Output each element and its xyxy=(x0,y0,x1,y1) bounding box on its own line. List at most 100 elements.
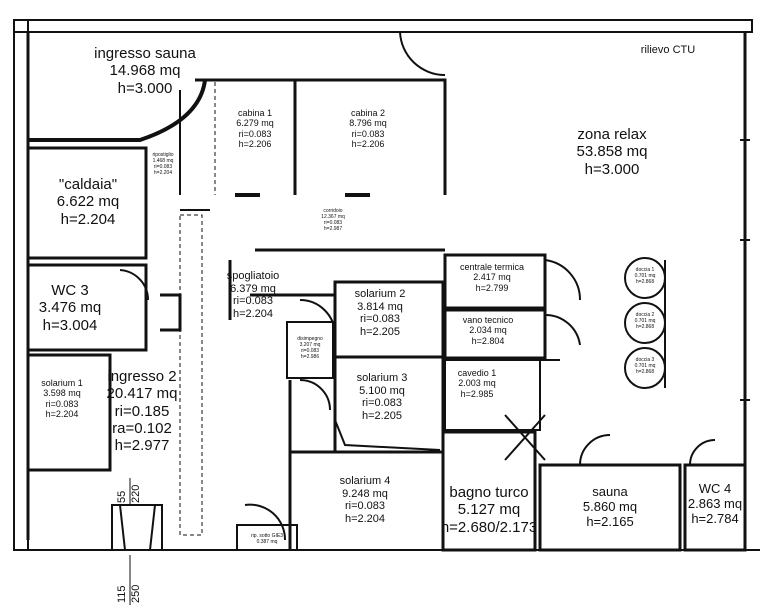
room-height: h=2.804 xyxy=(471,335,505,346)
room-name: disimpegno xyxy=(297,336,323,342)
room-name: spogliatoio xyxy=(226,270,280,282)
room-area: 3.207 mq xyxy=(299,342,321,348)
room-area: 12.367 mq xyxy=(321,214,345,220)
room-height: h=2.985 xyxy=(460,388,494,399)
room-ri: ri=0.083 xyxy=(344,500,386,513)
room-height: h=3.004 xyxy=(42,316,98,334)
room-name: solarium 1 xyxy=(41,378,83,388)
room-height: h=2.205 xyxy=(361,409,403,422)
room-spogliatoio: spogliatoio 6.379 mq ri=0.083 h=2.204 xyxy=(227,270,280,321)
room-cabina-1: cabina 1 6.279 mq ri=0.083 h=2.206 xyxy=(236,108,274,149)
room-disimpegno: disimpegno 3.207 mq ri=0.083 h=2.986 xyxy=(297,336,323,360)
drawing-label: rilievo CTU xyxy=(641,44,695,57)
room-sauna: sauna 5.860 mq h=2.165 xyxy=(582,484,638,530)
room-height: h=2.868 xyxy=(635,324,655,330)
room-height: h=2.165 xyxy=(586,513,634,529)
room-name: WC 3 xyxy=(51,282,89,299)
room-ra: ra=0.102 xyxy=(112,419,172,437)
room-area: 5.100 mq xyxy=(359,384,405,397)
room-height: h=2.986 xyxy=(300,354,320,360)
room-doccia-3: doccia 3 0.701 mq h=2.868 xyxy=(635,357,656,375)
room-name: cavedio 1 xyxy=(457,368,497,378)
room-height: h=3.000 xyxy=(117,79,173,97)
room-name: bagno turco xyxy=(449,484,529,501)
room-height: h=2.204 xyxy=(45,409,79,420)
room-name: doccia 2 xyxy=(635,312,655,318)
room-area: 6.379 mq xyxy=(230,282,276,295)
room-height: h=3.000 xyxy=(584,160,640,178)
room-height: h=2.206 xyxy=(238,139,272,150)
room-zona-relax: zona relax 53.858 mq h=3.000 xyxy=(577,126,648,178)
room-wc-3: WC 3 3.476 mq h=3.004 xyxy=(39,282,102,334)
room-area: 9.248 mq xyxy=(342,487,388,500)
room-name: cabina 2 xyxy=(350,108,386,118)
room-cavedio-1: cavedio 1 2.003 mq h=2.985 xyxy=(458,368,497,399)
room-height: h=2.799 xyxy=(475,282,509,293)
room-solarium-1: solarium 1 3.598 mq ri=0.083 h=2.204 xyxy=(41,378,83,419)
room-area: 0.701 mq xyxy=(634,363,656,369)
room-area: 2.034 mq xyxy=(469,325,507,336)
room-name: doccia 1 xyxy=(635,267,655,273)
room-height: h=2.977 xyxy=(114,437,170,454)
room-bagno-turco: bagno turco 5.127 mq h=2.680/2.173 xyxy=(441,484,537,536)
room-name: ingresso 2 xyxy=(107,368,177,385)
room-area: 14.968 mq xyxy=(109,62,181,80)
dimension-220: 220 xyxy=(130,484,142,503)
room-ri: ri=0.083 xyxy=(351,128,385,139)
dimension-55: 55 xyxy=(116,490,128,503)
room-height: h=2.784 xyxy=(691,510,739,526)
room-area: 3.814 mq xyxy=(357,300,403,313)
room-vano-tecnico: vano tecnico 2.034 mq h=2.804 xyxy=(463,315,514,346)
room-area: 2.417 mq xyxy=(473,272,511,283)
room-solarium-3: solarium 3 5.100 mq ri=0.083 h=2.205 xyxy=(357,372,408,423)
room-ri: ri=0.083 xyxy=(45,398,79,409)
room-ri: ri=0.083 xyxy=(300,348,320,354)
room-centrale-termica: centrale termica 2.417 mq h=2.799 xyxy=(460,262,524,293)
room-area: 0.387 mq xyxy=(256,539,278,545)
room-name: sauna xyxy=(592,484,628,499)
room-height: h=2.868 xyxy=(635,279,655,285)
room-height: h=2.868 xyxy=(635,369,655,375)
room-name: ingresso sauna xyxy=(94,45,196,62)
room-ripostiglio-2: rip. sotto GIE3 0.387 mq xyxy=(251,533,283,545)
room-height: h=2.206 xyxy=(351,139,385,150)
room-height: h=2.204 xyxy=(344,512,386,525)
room-ri: ri=0.083 xyxy=(361,397,403,410)
room-name: rip. sotto GIE3 xyxy=(251,533,283,539)
room-area: 2.863 mq xyxy=(687,495,743,511)
room-ripostiglio: ripostiglio 1.468 mq ri=0.083 h=2.204 xyxy=(152,152,173,176)
room-area: 0.701 mq xyxy=(634,318,656,324)
room-cabina-2: cabina 2 8.796 mq ri=0.083 h=2.206 xyxy=(349,108,387,149)
room-ri: ri=0.083 xyxy=(238,128,272,139)
room-name: solarium 3 xyxy=(356,372,408,384)
room-ingresso-2: ingresso 2 20.417 mq ri=0.185 ra=0.102 h… xyxy=(107,368,178,454)
room-height: h=2.204 xyxy=(60,210,116,228)
room-ri: ri=0.083 xyxy=(153,164,173,170)
room-area: 3.476 mq xyxy=(38,299,102,317)
room-height: h=2.987 xyxy=(323,226,343,232)
room-name: doccia 3 xyxy=(635,357,655,363)
room-height: h=2.204 xyxy=(232,307,274,320)
room-height: h=2.680/2.173 xyxy=(440,518,538,536)
room-caldaia: "caldaia" 6.622 mq h=2.204 xyxy=(57,176,120,228)
room-ri: ri=0.083 xyxy=(323,220,343,226)
label-text: rilievo CTU xyxy=(640,44,696,56)
room-area: 5.860 mq xyxy=(582,498,638,514)
room-area: 5.127 mq xyxy=(457,501,521,519)
room-area: 53.858 mq xyxy=(576,143,648,161)
room-area: 6.279 mq xyxy=(236,118,274,129)
dimension-250: 250 xyxy=(130,584,142,603)
room-area: 3.598 mq xyxy=(43,388,81,399)
room-area: 6.622 mq xyxy=(56,193,120,211)
room-name: centrale termica xyxy=(459,262,525,272)
room-area: 20.417 mq xyxy=(106,385,178,403)
room-ri: ri=0.185 xyxy=(114,402,170,420)
room-doccia-1: doccia 1 0.701 mq h=2.868 xyxy=(635,267,656,285)
room-name: vano tecnico xyxy=(462,315,514,325)
room-name: corridoio xyxy=(323,208,343,214)
room-area: 2.003 mq xyxy=(458,378,496,389)
room-wc-4: WC 4 2.863 mq h=2.784 xyxy=(687,481,743,527)
room-solarium-2: solarium 2 3.814 mq ri=0.083 h=2.205 xyxy=(355,288,406,339)
